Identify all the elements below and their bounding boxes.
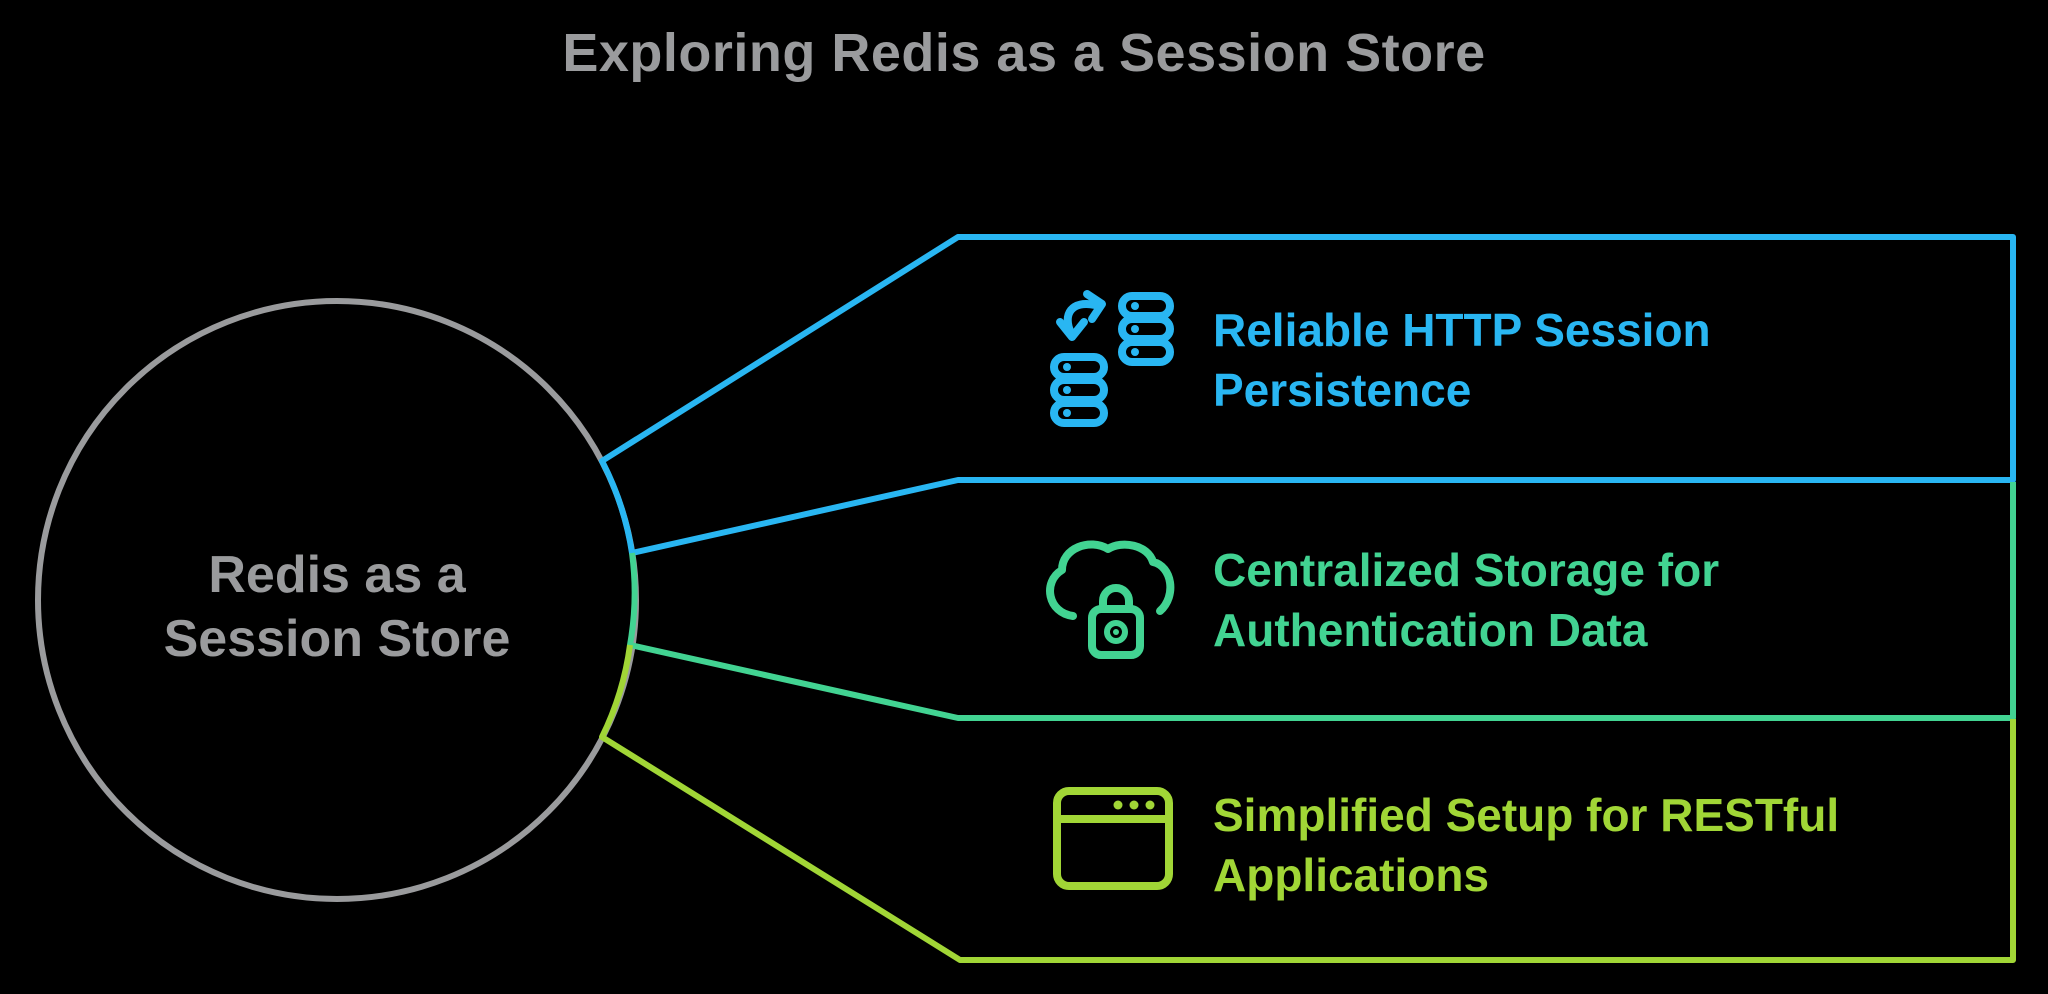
branch-label-centralized-storage: Centralized Storage for Authentication D… xyxy=(1213,540,1719,660)
branch-label-simplified-setup-line-1: Simplified Setup for RESTful xyxy=(1213,789,1840,841)
branch-label-http-session-line-2: Persistence xyxy=(1213,364,1472,416)
branch-outline-simplified-setup xyxy=(599,644,2016,963)
branch-outline-centralized-storage xyxy=(627,482,2016,721)
browser-window-icon xyxy=(1053,787,1173,890)
cloud-lock-icon xyxy=(1046,540,1175,659)
branch-label-simplified-setup-line-2: Applications xyxy=(1213,849,1490,901)
branch-label-centralized-storage-line-2: Authentication Data xyxy=(1213,604,1648,656)
center-node-label: Redis as a Session Store xyxy=(87,527,587,687)
branch-label-simplified-setup: Simplified Setup for RESTful Application… xyxy=(1213,785,1839,905)
branch-outline-http-session xyxy=(599,234,2016,556)
sync-databases-icon xyxy=(1050,290,1174,427)
page-title: Exploring Redis as a Session Store xyxy=(562,23,1486,83)
center-node-label-line-1: Redis as a xyxy=(208,546,466,604)
branch-label-centralized-storage-line-1: Centralized Storage for xyxy=(1213,544,1720,596)
center-node-label-line-2: Session Store xyxy=(163,610,511,668)
branch-label-http-session: Reliable HTTP Session Persistence xyxy=(1213,300,1711,420)
branch-label-http-session-line-1: Reliable HTTP Session xyxy=(1213,304,1711,356)
